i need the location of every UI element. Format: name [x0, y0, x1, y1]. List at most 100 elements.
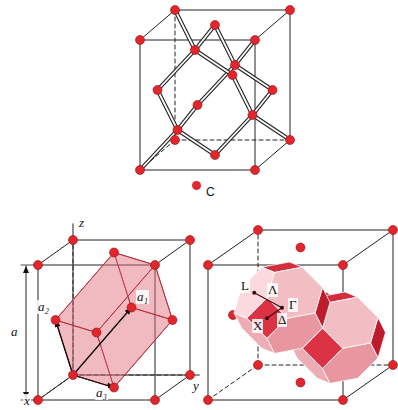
cube-edge	[73, 240, 190, 241]
cube-edge	[140, 10, 175, 40]
bond-inner	[253, 115, 291, 140]
carbon-atom	[339, 396, 348, 405]
bond-inner	[235, 40, 255, 65]
carbon-atom	[153, 86, 162, 95]
legend-text: C	[206, 186, 215, 199]
carbon-atom	[204, 261, 213, 270]
carbon-atom	[251, 166, 260, 175]
bond-inner	[175, 10, 195, 50]
bond-outline	[235, 40, 255, 65]
bond-outline	[178, 105, 198, 130]
cube-edge	[140, 40, 141, 170]
carbon-atom	[286, 136, 295, 145]
point-label: Γ	[288, 298, 298, 312]
dimension-tick	[21, 265, 34, 266]
carbon-atom	[296, 243, 305, 252]
carbon-atom	[228, 71, 237, 80]
carbon-atom	[389, 361, 398, 370]
carbon-atom	[204, 396, 213, 405]
bond-outline	[140, 130, 178, 170]
carbon-atom	[110, 248, 119, 257]
carbon-atom	[254, 361, 263, 370]
bond-inner	[178, 130, 216, 155]
carbon-atom	[34, 396, 43, 405]
cube-edge	[38, 265, 39, 400]
carbon-atom	[168, 316, 177, 325]
cube-edge	[190, 240, 191, 375]
bond-inner	[140, 130, 178, 170]
axis-label: x	[23, 394, 31, 408]
dimension-line	[26, 266, 27, 399]
bond-outline	[235, 65, 273, 90]
carbon-atom	[268, 86, 277, 95]
carbon-atom	[92, 328, 101, 337]
zone-hexagon-face	[323, 343, 379, 384]
dimension-arrowhead	[23, 266, 29, 273]
bond-inner	[158, 90, 178, 130]
primitive-cell-face	[56, 253, 156, 333]
bond-outline	[158, 50, 196, 90]
carbon-atom	[231, 61, 240, 70]
carbon-atom	[186, 236, 195, 245]
bond-outline	[175, 10, 195, 50]
carbon-atom	[34, 261, 43, 270]
carbon-atom	[191, 46, 200, 55]
carbon-atom	[69, 371, 78, 380]
carbon-atom	[171, 136, 180, 145]
carbon-atom	[339, 261, 348, 270]
vector-label: a₃	[95, 386, 108, 400]
bond-inner	[233, 75, 253, 115]
carbon-atom	[136, 166, 145, 175]
cube-edge	[255, 140, 290, 170]
carbon-atom	[171, 6, 180, 15]
cube-edge	[155, 375, 190, 400]
legend-swatch	[192, 181, 201, 190]
lattice-vector	[73, 308, 132, 376]
vector-label: a₁	[136, 290, 149, 304]
zone-hexagon-face	[267, 313, 323, 354]
point-label: X	[252, 319, 263, 333]
cube-edge	[258, 230, 393, 231]
vector-label: a₂	[37, 300, 50, 314]
cube-edge	[175, 10, 290, 11]
bond-inner	[195, 25, 215, 50]
carbon-atom	[254, 226, 263, 235]
bond-outline	[195, 50, 233, 75]
cube-edge	[140, 170, 255, 171]
cube-edge	[38, 240, 73, 265]
carbon-atom	[211, 21, 220, 30]
carbon-atom	[211, 151, 220, 160]
bond-inner	[215, 25, 235, 65]
bond-outline	[215, 115, 253, 155]
bond-inner	[195, 50, 233, 75]
cube-edge	[343, 230, 393, 265]
carbon-atom	[286, 6, 295, 15]
zone-hexagon-face	[267, 267, 323, 318]
bond-outline	[178, 130, 216, 155]
carbon-atom	[251, 36, 260, 45]
cube-edge	[38, 400, 155, 401]
bond-outline	[215, 25, 235, 65]
bond-outline	[195, 25, 215, 50]
carbon-atom	[127, 303, 136, 312]
cube-edge	[255, 40, 256, 170]
carbon-atom	[110, 383, 119, 392]
carbon-atom	[151, 396, 160, 405]
line-label: Δ	[277, 313, 287, 327]
symmetry-point	[252, 291, 256, 295]
bond-inner	[235, 65, 273, 90]
bond-inner	[158, 50, 196, 90]
bond-outline	[233, 75, 253, 115]
carbon-atom	[248, 111, 257, 120]
bond-inner	[215, 115, 253, 155]
cube-edge	[208, 400, 343, 401]
dimension-label: a	[10, 325, 19, 339]
bond-inner	[178, 105, 198, 130]
cube-edge	[140, 40, 255, 41]
axis-label: z	[78, 216, 85, 230]
carbon-atom	[151, 261, 160, 270]
cube-edge	[208, 230, 258, 265]
carbon-atom	[193, 101, 202, 110]
